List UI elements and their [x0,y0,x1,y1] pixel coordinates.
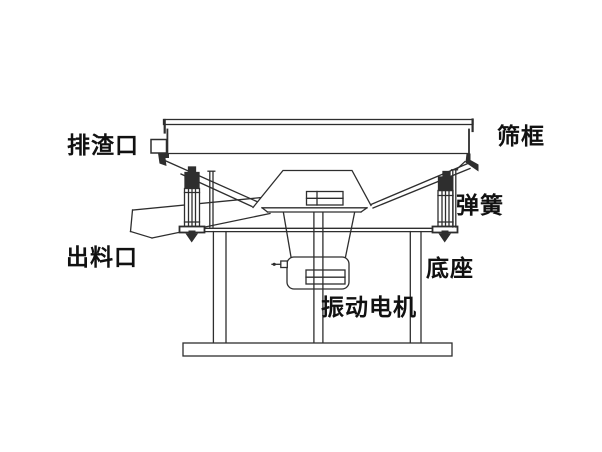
label-spring: 弹簧 [456,192,504,218]
spring-left [178,166,206,243]
motor-body [286,256,350,290]
base-table [179,227,453,233]
label-base: 底座 [426,255,474,281]
label-discharge-outlet: 出料口 [66,244,138,270]
base-plate [182,342,453,357]
spring-right [431,170,459,243]
upper-weight-block [305,190,344,206]
label-slag-outlet: 排渣口 [67,132,139,158]
flange [261,206,368,213]
spring-post-left [207,170,216,228]
label-sieve-frame: 筛框 [497,123,545,149]
center-column [313,212,324,344]
label-vibration-motor: 振动电机 [321,294,417,320]
discharge-chute [129,209,271,239]
motor-mount-cone [282,212,356,258]
sieve-frame-body [150,118,479,172]
base-legs [212,230,422,344]
motor-shaft [271,260,288,269]
spring-post-right [450,169,459,228]
